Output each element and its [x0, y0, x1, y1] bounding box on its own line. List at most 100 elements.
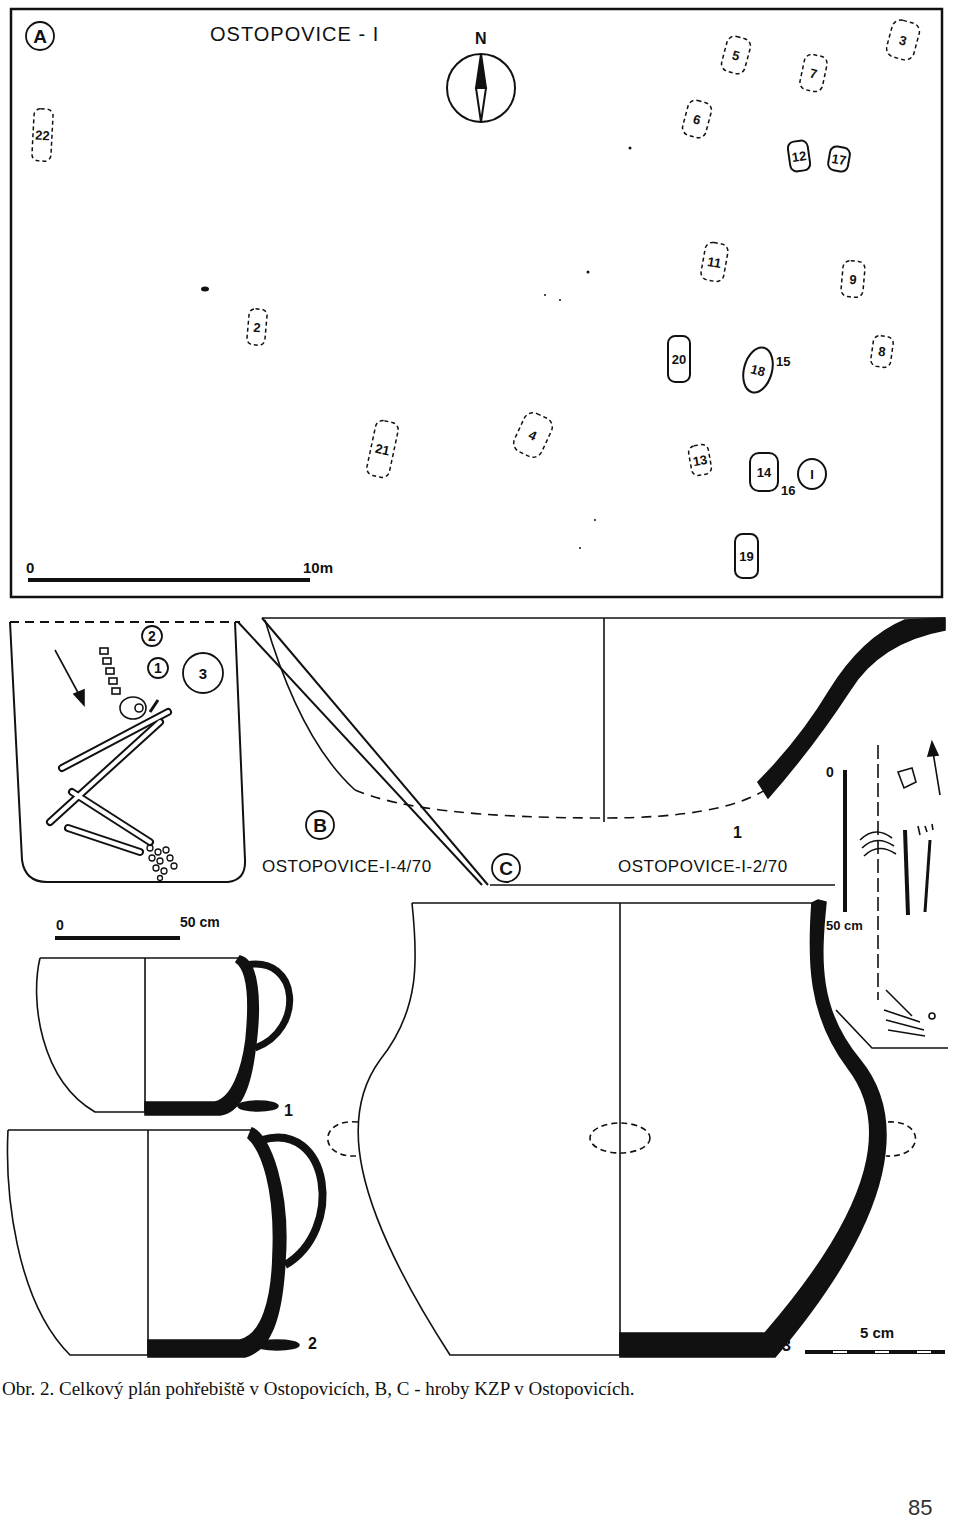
grave-inset	[918, 824, 933, 835]
grave-inset	[836, 1010, 948, 1048]
scale-bar	[805, 1350, 945, 1354]
scale-value: 10m	[303, 560, 333, 575]
grave-finds	[74, 690, 84, 705]
shape-border	[511, 410, 556, 461]
vessel-section	[412, 902, 818, 904]
grave-inset	[864, 848, 896, 856]
bowl-section	[262, 618, 945, 885]
north-mark: N	[475, 31, 487, 47]
specks	[201, 287, 209, 292]
cup-section	[255, 1340, 299, 1350]
shape-border	[739, 344, 778, 396]
bead-cluster	[155, 849, 161, 855]
grave-inset	[925, 840, 930, 912]
grave-outline: 21	[364, 418, 401, 480]
scale-value: 0	[26, 560, 34, 575]
shape-border	[365, 419, 399, 479]
shape-border	[700, 241, 729, 282]
grave-inset	[836, 742, 948, 1048]
shape-label: A	[33, 27, 47, 46]
grave-code: OSTOPOVICE-I-4/70	[262, 858, 432, 875]
shape-border	[306, 811, 334, 839]
grave-number: 12	[791, 149, 807, 164]
bead-cluster	[147, 845, 177, 881]
scale-bar	[805, 1350, 945, 1354]
shape-border	[799, 53, 829, 93]
grave-outline: 11	[699, 240, 731, 284]
grave-inset	[905, 830, 908, 915]
cup-section	[40, 957, 240, 959]
bead-cluster	[153, 865, 159, 871]
bead-cluster	[149, 855, 155, 861]
cup-section	[147, 1130, 149, 1355]
scale-value: 50 cm	[180, 915, 220, 929]
compass	[447, 54, 515, 122]
grave-outline: 7	[797, 52, 829, 94]
cup-section	[8, 1130, 148, 1355]
bowl-section	[758, 618, 945, 798]
skeleton-bones	[50, 712, 168, 852]
grave-number: 20	[672, 353, 686, 366]
scale-bar	[917, 1351, 931, 1353]
callout-number: 3	[782, 1338, 791, 1354]
grave-outline: I	[797, 458, 827, 490]
grave-number: 14	[757, 466, 771, 479]
grave-finds	[109, 678, 117, 684]
grave-outline: 20	[667, 335, 691, 383]
grave-number: 3	[898, 33, 908, 47]
specks	[559, 299, 561, 301]
panel-letter: B	[305, 810, 335, 840]
shape-border	[681, 99, 713, 140]
grave-inset	[877, 745, 879, 1000]
compass	[476, 88, 486, 122]
grave-inset	[929, 1013, 935, 1019]
find-circle: 3	[182, 652, 224, 694]
callout-number: 1	[733, 825, 742, 841]
grave-number: 6	[692, 112, 702, 126]
cup-section	[145, 956, 258, 1115]
panel-title: OSTOPOVICE - I	[210, 24, 379, 44]
grave-finds	[120, 697, 146, 719]
figure-caption: Obr. 2. Celkový plán pohřebiště v Ostopo…	[2, 1379, 635, 1398]
grave-number: 7	[809, 66, 819, 80]
scale-bar	[875, 1351, 889, 1353]
shape-border	[668, 336, 690, 382]
vessel-section	[590, 1123, 650, 1153]
grave-outline: 18	[737, 343, 778, 397]
grave-outline: 5	[719, 33, 754, 76]
shape-label: C	[499, 859, 513, 878]
skeleton-bones	[68, 828, 140, 852]
grave-number: 13	[692, 452, 709, 467]
shape-border	[32, 109, 54, 162]
grave-number: 2	[253, 320, 261, 334]
vessel-section	[886, 1122, 916, 1156]
grave-outline: 6	[680, 97, 715, 140]
grave-finds	[150, 700, 158, 712]
skeleton-bones	[68, 828, 140, 852]
callout-number: 2	[308, 1336, 317, 1352]
grave-number: 19	[739, 550, 753, 563]
page-number: 85	[908, 1497, 932, 1519]
grave-number: 8	[878, 345, 887, 359]
grave-number: 18	[749, 362, 766, 378]
skeleton-bones	[50, 712, 168, 852]
specks	[587, 271, 590, 274]
grave-pit	[238, 622, 482, 885]
grave-outline: 19	[734, 533, 759, 579]
grave-finds	[112, 688, 120, 694]
grave-outline: 13	[686, 442, 713, 477]
grave-inset	[862, 840, 894, 848]
shape-label: 3	[199, 666, 207, 681]
compass	[476, 54, 486, 88]
shape-border	[148, 658, 168, 678]
shape-border	[885, 18, 922, 62]
bead-cluster	[161, 868, 167, 874]
shape-border	[183, 653, 223, 693]
specks	[201, 147, 632, 550]
grave-pit	[10, 618, 488, 885]
grave-code: OSTOPOVICE-I-2/70	[618, 858, 788, 875]
find-circle: 1	[147, 657, 169, 679]
skeleton-bones	[50, 722, 160, 822]
cup-section	[238, 1101, 278, 1111]
